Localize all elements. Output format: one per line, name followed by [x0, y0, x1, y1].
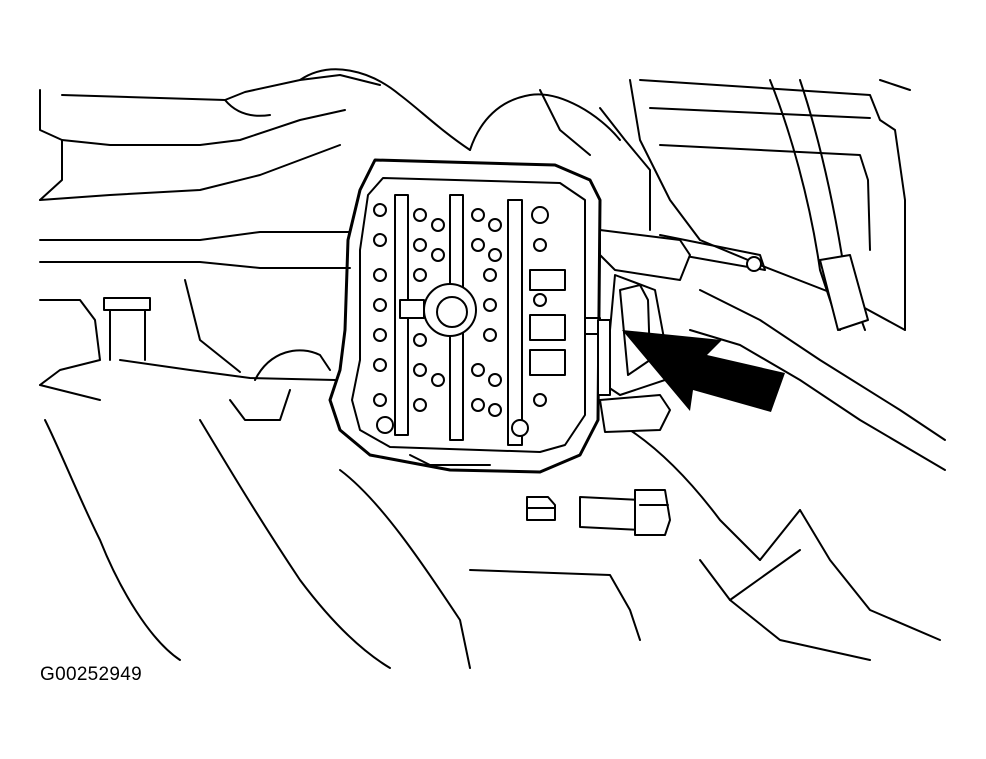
- figure-id-label: G00252949: [40, 664, 143, 685]
- electrical-connector: [328, 158, 602, 474]
- mounting-bolts: [526, 489, 671, 536]
- background-engine-parts: [39, 68, 651, 669]
- terminal-cavities: [373, 203, 549, 437]
- callout-arrow: [622, 330, 785, 412]
- right-frame-and-hoses: [629, 79, 946, 661]
